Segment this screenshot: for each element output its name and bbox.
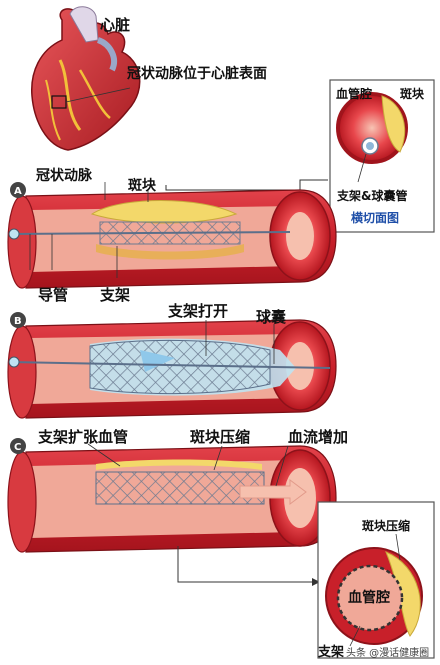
cross-section-after-panel bbox=[317, 501, 435, 659]
coronary-artery-label: 冠状动脉 bbox=[36, 167, 93, 184]
plaque-compress-cs-label: 斑块压缩 bbox=[362, 518, 410, 533]
cross-section-panel bbox=[329, 79, 435, 233]
cross-section-title: 横切面图 bbox=[351, 210, 399, 225]
heart-label: 心脏 bbox=[100, 16, 130, 34]
stent-open-label: 支架打开 bbox=[167, 302, 228, 320]
lumen-label: 血管腔 bbox=[336, 86, 372, 101]
vessel-step-c bbox=[7, 443, 337, 553]
stent-expand-label: 支架扩张血管 bbox=[37, 428, 128, 446]
stent-cs-label: 支架 bbox=[317, 644, 344, 660]
watermark: 头条 @漫话健康圈 bbox=[346, 646, 429, 659]
vessel-step-b bbox=[7, 319, 337, 419]
step-c-badge: C bbox=[14, 442, 21, 453]
heart-illustration bbox=[31, 6, 141, 151]
blood-flow-label: 血流增加 bbox=[288, 428, 348, 446]
coronary-location-label: 冠状动脉位于心脏表面 bbox=[127, 65, 267, 82]
plaque-compress-label: 斑块压缩 bbox=[190, 428, 250, 446]
stent-a-label: 支架 bbox=[99, 286, 130, 304]
step-a-badge: A bbox=[14, 186, 22, 197]
plaque-cs-label: 斑块 bbox=[400, 86, 425, 101]
vessel-step-a bbox=[7, 182, 337, 289]
catheter-label: 导管 bbox=[38, 286, 68, 304]
stent-balloon-label: 支架&球囊管 bbox=[336, 188, 407, 203]
plaque-a-label: 斑块 bbox=[128, 177, 157, 194]
lumen-cs-label: 血管腔 bbox=[348, 589, 390, 606]
step-b-badge: B bbox=[14, 316, 22, 327]
balloon-label: 球囊 bbox=[256, 308, 287, 326]
